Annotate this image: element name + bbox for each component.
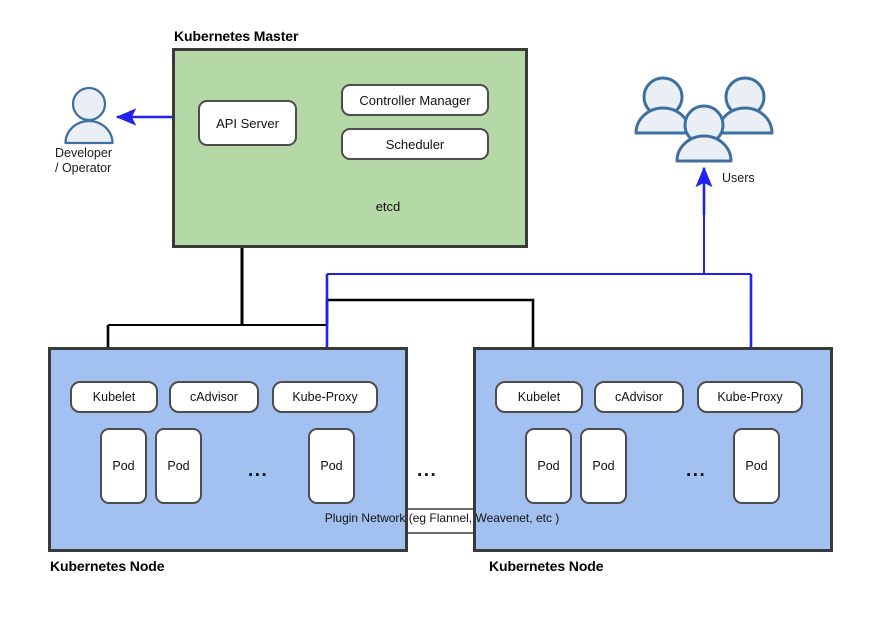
developer-caption: Developer / Operator [55, 146, 112, 176]
scheduler-box[interactable]: Scheduler [341, 128, 489, 160]
node-right-pod-2[interactable]: Pod [580, 428, 627, 504]
node-right-pods-ellipsis: ... [686, 460, 707, 481]
plugin-network-label: Plugin Network (eg Flannel, Weavenet, et… [324, 511, 560, 525]
developer-caption-line-1: Developer [55, 146, 112, 160]
node-right-kubelet-box[interactable]: Kubelet [495, 381, 583, 413]
node-right-pod-1[interactable]: Pod [525, 428, 572, 504]
node-left-title: Kubernetes Node [50, 558, 165, 574]
people-group-icon [634, 76, 774, 163]
node-right-pod-3[interactable]: Pod [733, 428, 780, 504]
node-left-pod-1-label: Pod [112, 459, 135, 473]
node-left-cadvisor-box[interactable]: cAdvisor [169, 381, 259, 413]
node-left-pod-3[interactable]: Pod [308, 428, 355, 504]
node-right-kube-proxy-label: Kube-Proxy [717, 390, 783, 404]
node-left-kubelet-label: Kubelet [92, 390, 136, 404]
node-left-pod-2[interactable]: Pod [155, 428, 202, 504]
controller-manager-box[interactable]: Controller Manager [341, 84, 489, 116]
node-right-pod-1-label: Pod [537, 459, 560, 473]
node-right-pod-3-label: Pod [745, 459, 768, 473]
node-right-kube-proxy-box[interactable]: Kube-Proxy [697, 381, 803, 413]
node-right-title: Kubernetes Node [489, 558, 604, 574]
node-right-kubelet-label: Kubelet [517, 390, 561, 404]
node-left-pod-2-label: Pod [167, 459, 190, 473]
master-title: Kubernetes Master [174, 28, 299, 44]
controller-manager-label: Controller Manager [359, 92, 471, 108]
node-left-pod-1[interactable]: Pod [100, 428, 147, 504]
node-left-kube-proxy-box[interactable]: Kube-Proxy [272, 381, 378, 413]
node-right-cadvisor-box[interactable]: cAdvisor [594, 381, 684, 413]
node-left-pod-3-label: Pod [320, 459, 343, 473]
api-server-label: API Server [216, 115, 279, 131]
etcd-label: etcd [375, 199, 401, 214]
node-right-pod-2-label: Pod [592, 459, 615, 473]
developer-caption-line-2: / Operator [55, 161, 112, 175]
api-server-box[interactable]: API Server [198, 100, 297, 146]
node-left-pods-ellipsis: ... [248, 460, 269, 481]
node-left-kube-proxy-label: Kube-Proxy [292, 390, 358, 404]
node-left-cadvisor-label: cAdvisor [190, 390, 238, 404]
cluster-ellipsis: ... [417, 460, 438, 481]
users-caption: Users [722, 171, 755, 185]
node-right-cadvisor-label: cAdvisor [615, 390, 663, 404]
node-left-kubelet-box[interactable]: Kubelet [70, 381, 158, 413]
scheduler-label: Scheduler [385, 136, 445, 152]
person-icon [64, 86, 114, 145]
